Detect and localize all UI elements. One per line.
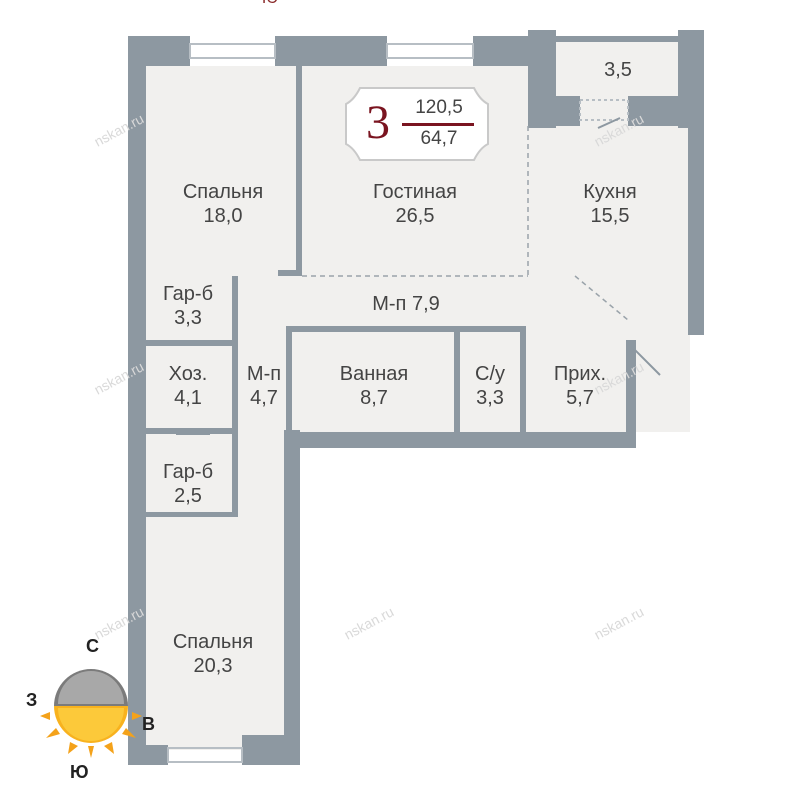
room-entrance: Прих. 5,7	[540, 362, 620, 410]
total-area: 120,5	[415, 97, 463, 118]
room-name: Гостиная	[373, 181, 457, 203]
room-name: Ванная	[339, 363, 409, 385]
room-utility: Хоз. 4,1	[150, 362, 226, 410]
room-area: 2,5	[174, 485, 202, 507]
room-area: 26,5	[395, 205, 435, 227]
room-name: Кухня	[583, 181, 637, 203]
zone-dividers	[302, 126, 629, 321]
room-kitchen: Кухня 15,5	[560, 180, 660, 228]
compass-west: З	[26, 690, 38, 710]
sun-icon	[40, 712, 142, 758]
room-name: М-п 7,9	[372, 293, 440, 315]
door-marks	[176, 117, 691, 435]
compass-icon	[40, 669, 142, 758]
room-bedroom-1: Спальня 18,0	[160, 180, 286, 228]
room-hallway-small: М-п 4,7	[236, 362, 292, 410]
outer-walls	[128, 30, 704, 765]
rooms-count: 3	[366, 96, 390, 149]
room-name: Гар-б	[162, 283, 214, 305]
room-area: 5,7	[566, 387, 594, 409]
room-area: 15,5	[590, 205, 630, 227]
room-area: 8,7	[360, 387, 388, 409]
room-area: 3,3	[174, 307, 202, 329]
room-name: Спальня	[182, 181, 264, 203]
room-name: С/у	[475, 363, 505, 385]
inner-walls	[142, 66, 526, 517]
living-area: 64,7	[420, 128, 458, 149]
room-name: М-п	[246, 363, 282, 385]
room-hallway-main: М-п 7,9	[346, 292, 466, 316]
compass-east: В	[142, 714, 155, 734]
room-area: 4,1	[174, 387, 202, 409]
room-bathroom: Ванная 8,7	[320, 362, 428, 410]
room-name: Спальня	[172, 631, 254, 653]
top-orientation-mark: Ю	[262, 0, 278, 8]
room-area: 3,5	[604, 59, 632, 81]
room-toilet: С/у 3,3	[462, 362, 518, 410]
compass-south: Ю	[70, 762, 89, 782]
room-wardrobe-2: Гар-б 2,5	[150, 460, 226, 508]
room-area: 20,3	[193, 655, 233, 677]
room-balcony: 3,5	[590, 58, 646, 82]
room-bedroom-2: Спальня 20,3	[150, 630, 276, 678]
room-wardrobe-1: Гар-б 3,3	[150, 282, 226, 330]
room-area: 4,7	[250, 387, 278, 409]
room-area: 18,0	[203, 205, 243, 227]
compass-north: С	[86, 636, 99, 656]
room-name: Хоз.	[168, 363, 208, 385]
room-name: Прих.	[553, 363, 607, 385]
room-name: Гар-б	[162, 461, 214, 483]
room-area: 3,3	[476, 387, 504, 409]
badge-divider	[402, 123, 474, 126]
windows	[167, 43, 629, 763]
room-living-room: Гостиная 26,5	[352, 180, 478, 228]
